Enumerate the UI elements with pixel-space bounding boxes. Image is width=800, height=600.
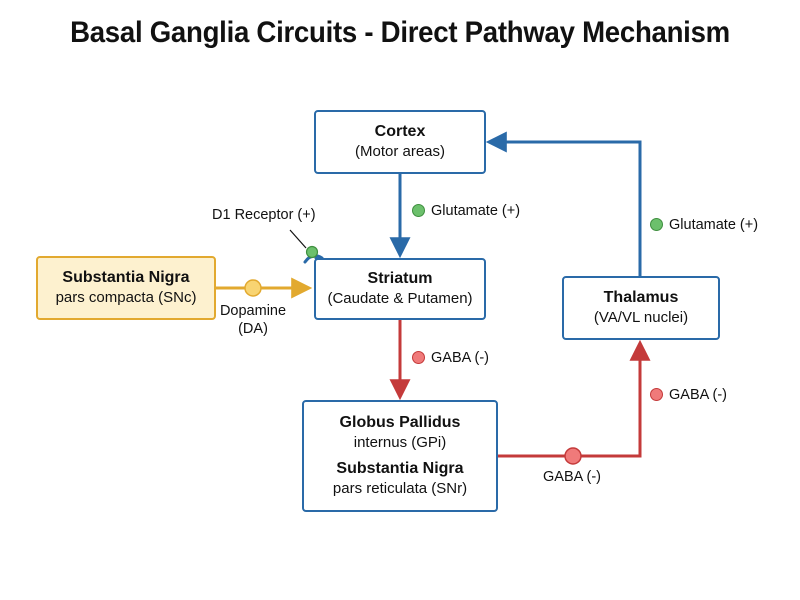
edge-gpi-to-thalamus [498,339,651,458]
node-striatum-subtitle: (Caudate & Putamen) [327,290,473,307]
edge-label-text: GABA (-) [669,387,728,403]
edge-label-gpi-thalamus-lower: GABA (-) [543,469,602,485]
node-snc: Substantia Nigra pars compacta (SNc) [36,256,216,320]
node-gpi-title: Globus Pallidus [339,414,461,431]
gaba-dot-icon [650,388,663,401]
glutamate-dot-icon [412,204,425,217]
node-thalamus-title: Thalamus [603,289,679,306]
node-gpi-subtitle: internus (GPi) [353,434,447,451]
node-striatum-title: Striatum [367,270,433,287]
node-thalamus-subtitle: (VA/VL nuclei) [593,309,689,326]
edge-label-striatum-gpi: GABA (-) [412,349,489,367]
gaba-synapse-dot [564,447,582,465]
gaba-dot-icon [412,351,425,364]
edge-label-dopamine: Dopamine (DA) [216,302,290,338]
edge-label-gpi-thalamus-upper: GABA (-) [650,386,727,404]
node-snc-title: Substantia Nigra [62,269,190,286]
d1-receptor-label: D1 Receptor (+) [212,207,316,223]
dopamine-synapse-dot [244,279,262,297]
node-cortex-subtitle: (Motor areas) [354,143,446,160]
node-cortex: Cortex (Motor areas) [314,110,486,174]
node-thalamus: Thalamus (VA/VL nuclei) [562,276,720,340]
edge-label-dopamine-line1: Dopamine [219,303,287,319]
edge-thalamus-to-cortex [485,131,642,276]
glutamate-dot-icon [650,218,663,231]
node-gpi-snr: Globus Pallidus internus (GPi) Substanti… [302,400,498,512]
node-snc-subtitle: pars compacta (SNc) [55,289,197,306]
diagram-title: Basal Ganglia Circuits - Direct Pathway … [70,16,730,49]
edge-label-text: Glutamate (+) [431,203,521,219]
edge-label-text: Glutamate (+) [669,217,759,233]
node-cortex-title: Cortex [374,123,426,140]
d1-receptor-dot [305,245,319,259]
edge-label-text: GABA (-) [431,350,490,366]
d1-receptor-pointer [289,229,307,249]
edge-label-dopamine-line2: (DA) [238,321,268,337]
edge-label-cortex-striatum: Glutamate (+) [412,202,520,220]
edge-label-thalamus-cortex: Glutamate (+) [650,216,758,234]
node-striatum: Striatum (Caudate & Putamen) [314,258,486,320]
node-snr-subtitle: pars reticulata (SNr) [332,480,468,497]
node-snr-title: Substantia Nigra [336,460,464,477]
